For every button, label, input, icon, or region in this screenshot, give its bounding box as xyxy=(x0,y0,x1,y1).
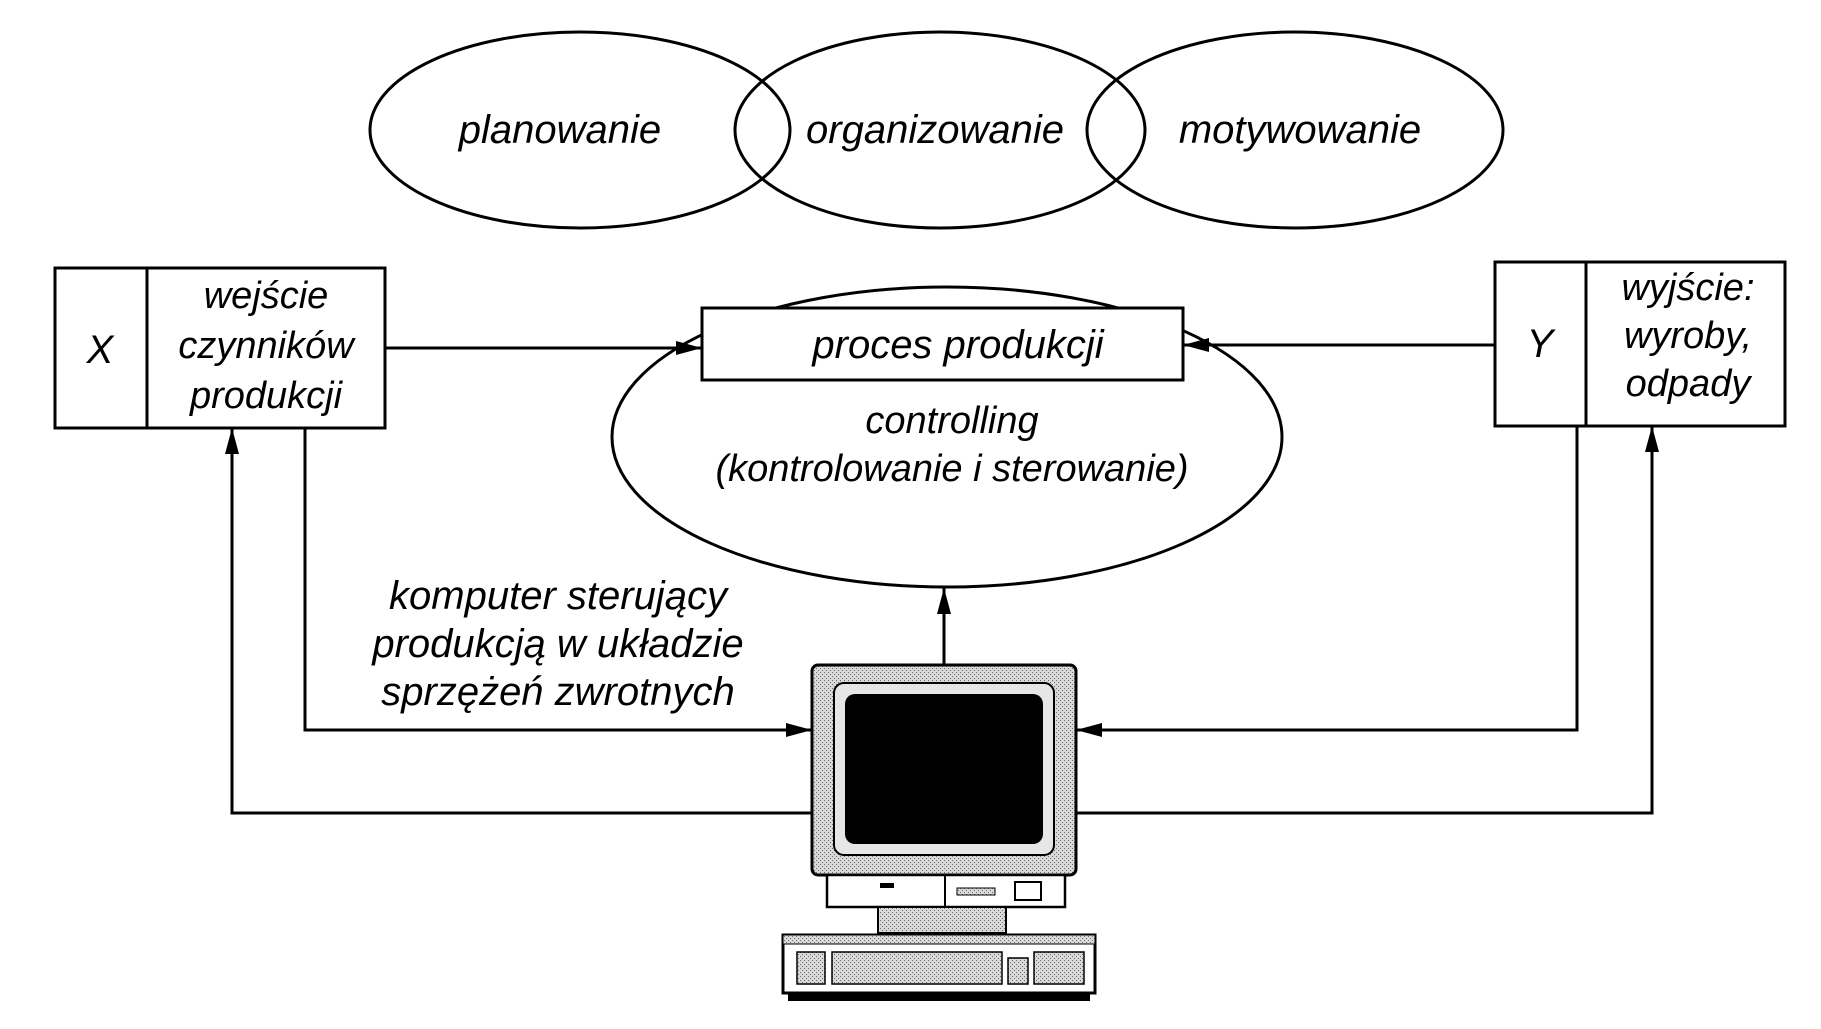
input-line-1: wejście xyxy=(204,275,329,317)
controlling-area: proces produkcji controlling (kontrolowa… xyxy=(610,285,1284,589)
keyboard-base xyxy=(788,993,1090,1001)
output-box: Y wyjście: wyroby, odpady xyxy=(1493,260,1787,428)
output-line-2: wyroby, xyxy=(1624,315,1752,357)
process-box xyxy=(700,306,1185,382)
keyboard-numpad xyxy=(1033,951,1085,985)
keyboard-main-keys xyxy=(831,951,1003,985)
caption-line-3: sprzężeń zwrotnych xyxy=(381,670,734,714)
monitor-stand xyxy=(877,906,1007,934)
caption-line-1: komputer sterujący xyxy=(389,574,730,618)
process-label: proces produkcji xyxy=(811,323,1104,367)
keyboard-left-keys xyxy=(796,951,826,985)
input-symbol: X xyxy=(86,328,115,372)
keyboard-strip xyxy=(782,934,1096,945)
arrow-output-to-computer xyxy=(1076,426,1579,737)
planning-label: planowanie xyxy=(458,108,661,152)
connectors xyxy=(225,338,1659,815)
organizing-label: organizowanie xyxy=(806,108,1064,152)
drive-bay xyxy=(1014,881,1042,901)
computer-icon xyxy=(781,663,1097,1001)
caption-line-2: produkcją w układzie xyxy=(371,622,743,666)
arrow-input-to-computer xyxy=(303,428,812,737)
input-line-2: czynników xyxy=(178,325,356,367)
organizing-ellipse xyxy=(733,30,1147,230)
output-line-1: wyjście: xyxy=(1621,267,1754,309)
controlling-ellipse xyxy=(610,285,1284,589)
planning-ellipse xyxy=(368,30,792,230)
keyboard-arrow-keys xyxy=(1007,957,1029,985)
output-symbol: Y xyxy=(1527,322,1557,366)
input-line-3: produkcji xyxy=(189,375,344,417)
output-line-3: odpady xyxy=(1626,363,1753,405)
arrow-computer-to-output xyxy=(1076,426,1659,815)
controlling-line-1: controlling xyxy=(865,400,1038,442)
controlling-line-2: (kontrolowanie i sterowanie) xyxy=(715,448,1188,490)
input-box: X wejście czynników produkcji xyxy=(53,266,387,430)
management-functions: planowanie organizowanie motywowanie xyxy=(368,30,1505,230)
arrow-computer-to-input xyxy=(225,428,812,815)
unit-badge xyxy=(956,887,996,896)
computer-caption: komputer sterujący produkcją w układzie … xyxy=(371,574,743,714)
monitor-screen xyxy=(845,694,1043,844)
motivating-label: motywowanie xyxy=(1179,108,1421,152)
disk-slot xyxy=(880,883,894,888)
motivating-ellipse xyxy=(1085,30,1505,230)
input-box-frame xyxy=(53,266,387,430)
